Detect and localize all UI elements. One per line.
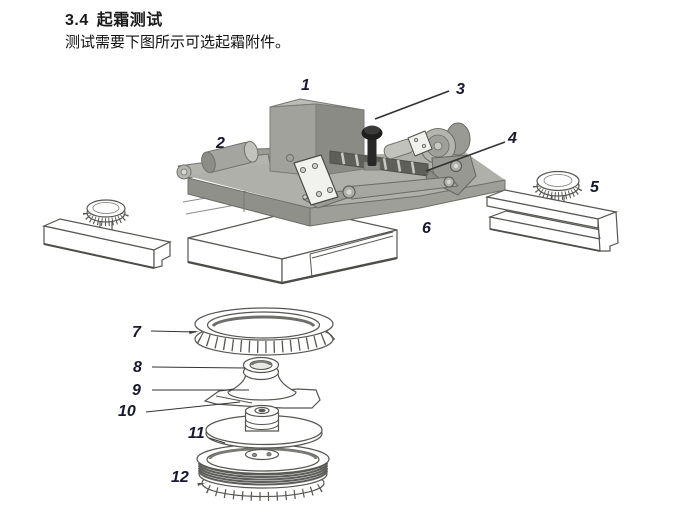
mounting-plate-small [407,130,433,157]
part-label-1: 1 [301,77,310,94]
clamp-bar-left [42,199,172,269]
part-label-10: 10 [118,403,136,420]
carriage-assembly [176,98,506,227]
guide-roller [201,140,259,174]
cone-hub [227,373,297,401]
release-knob [361,125,383,171]
knurled-drum [196,443,330,501]
intro-paragraph: 测试需要下图所示可选起霜附件。 [65,35,291,51]
part-label-6: 6 [422,220,431,237]
part-label-11: 11 [188,425,205,442]
knurled-ring [189,307,339,356]
part-label-2: 2 [215,135,225,152]
base-plate [187,208,398,285]
part-label-8: 8 [133,359,142,376]
section-title: 起霜测试 [96,12,163,29]
section-number: 3.4 [65,12,89,29]
collar-ring [242,356,280,381]
drive-motor [420,122,471,164]
part-label-5: 5 [590,179,600,196]
section-heading: 3.4 起霜测试 [65,6,163,30]
hinge-pivot [342,185,356,199]
spindle-stack [189,307,339,501]
leader-lines [145,90,506,444]
part-label-4: 4 [507,130,517,147]
part-labels: 1 2 3 4 5 6 7 8 9 10 11 12 [118,77,600,486]
pulley-disc [205,404,323,449]
part-label-3: 3 [456,81,465,98]
clamp-bar-right [484,170,619,252]
part-label-9: 9 [132,382,141,399]
part-label-7: 7 [132,324,142,341]
sample-plate [293,154,339,206]
part-label-12: 12 [171,469,189,486]
